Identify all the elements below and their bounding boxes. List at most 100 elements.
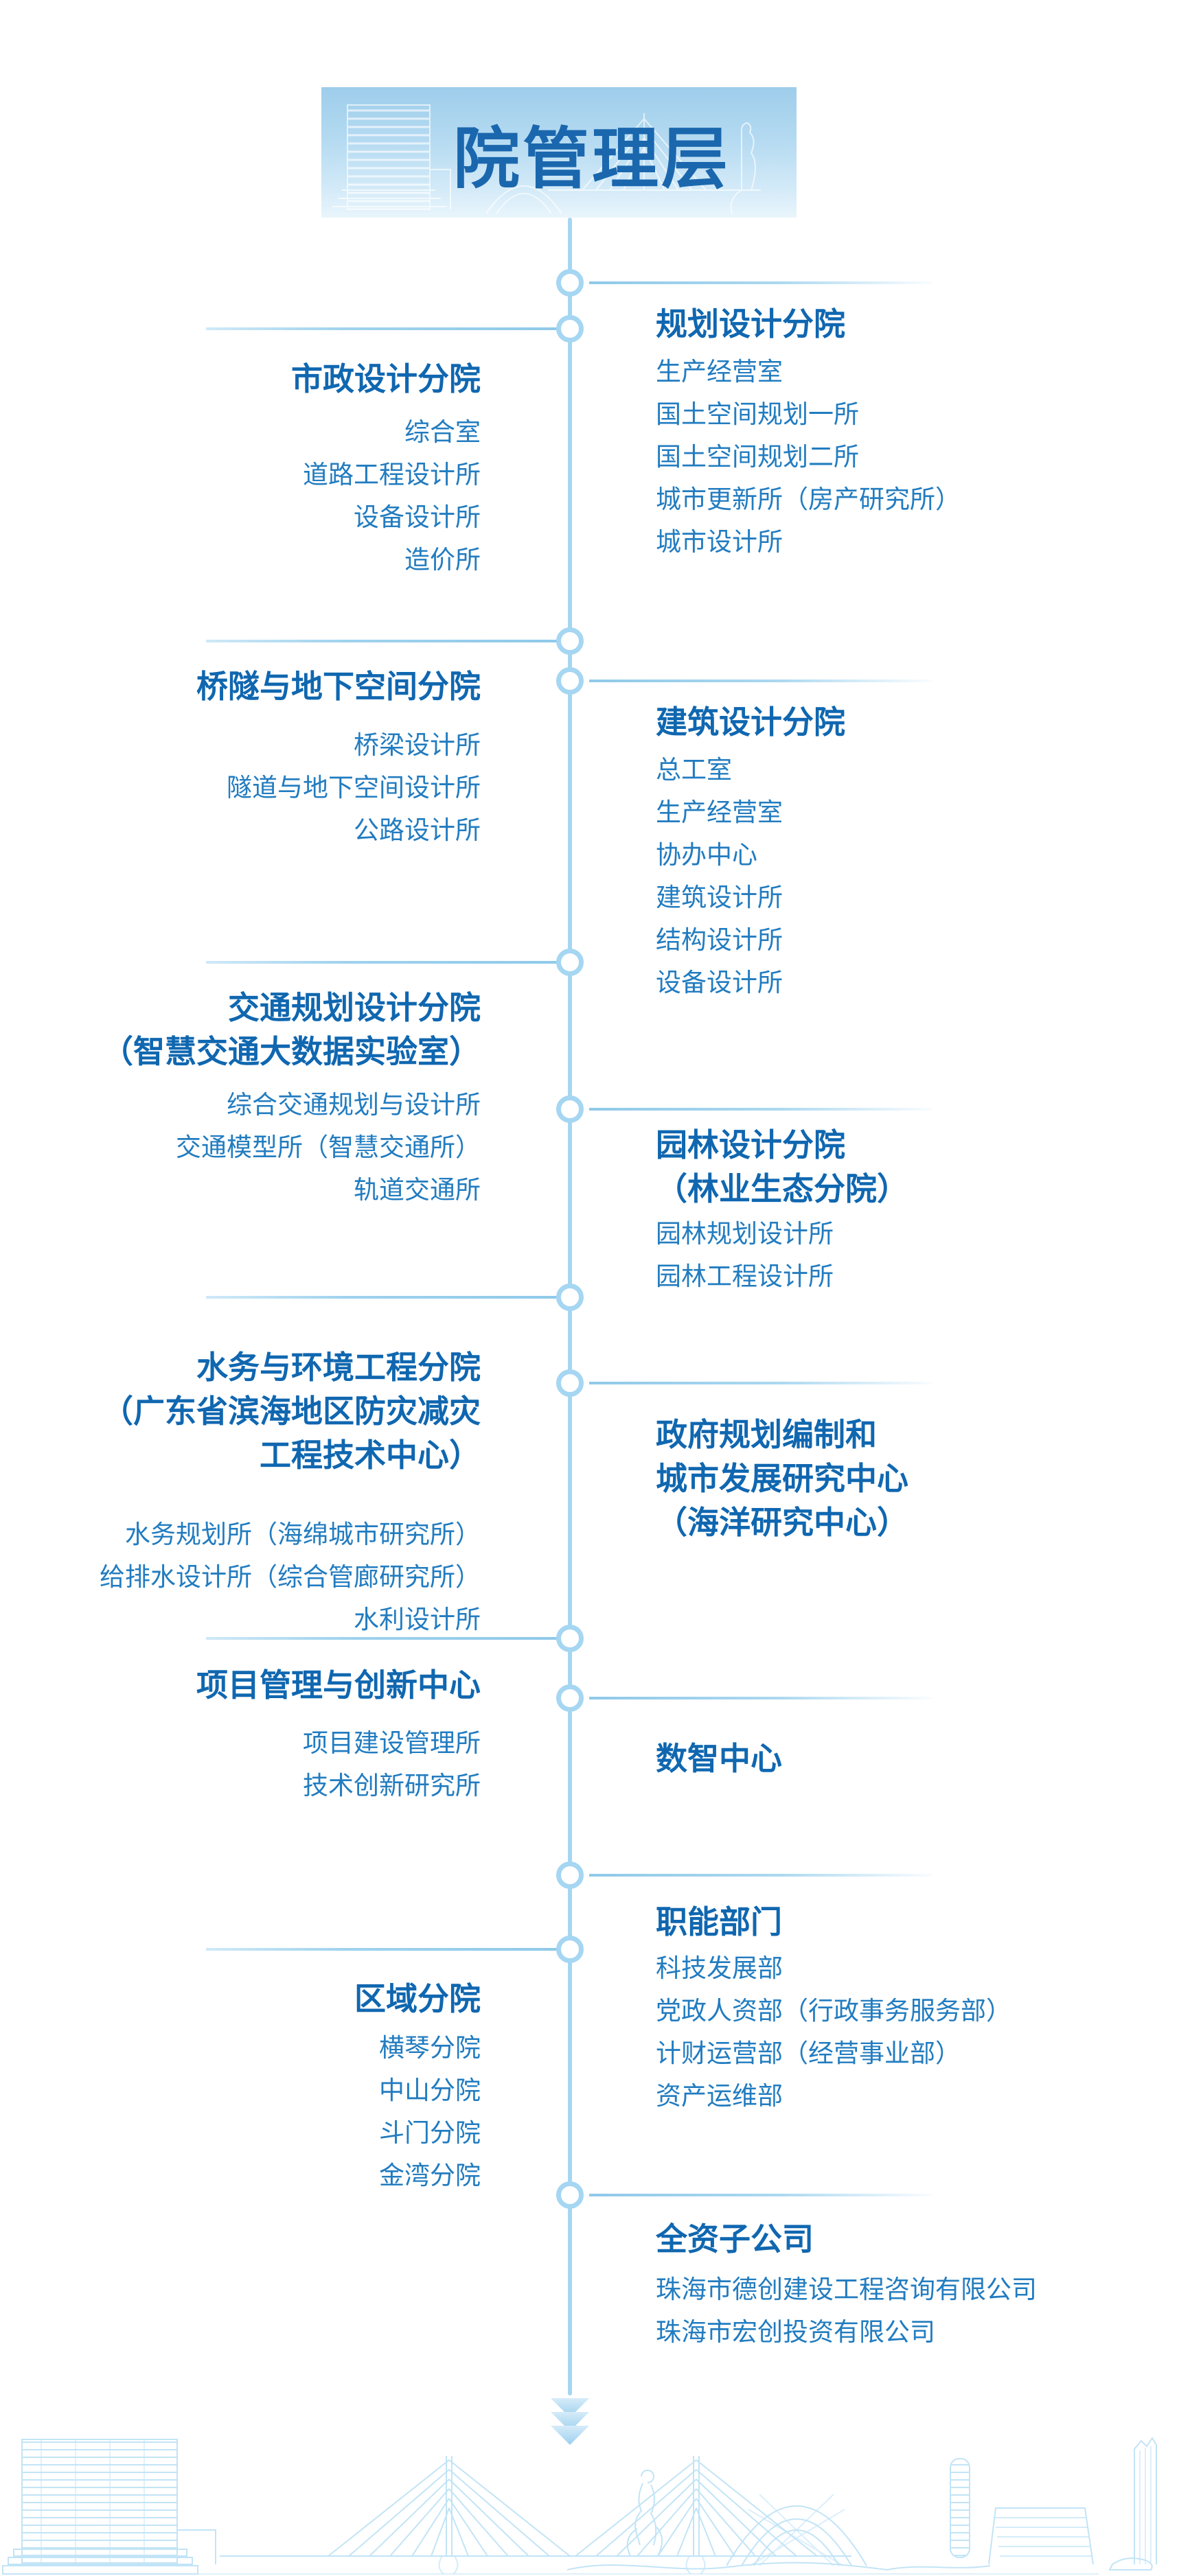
org-unit-item: 桥梁设计所 [354,731,481,759]
section-title-line: 桥隧与地下空间分院 [196,669,481,704]
branch-line-right-3 [589,1382,932,1384]
org-unit-item: 园林规划设计所 [656,1220,834,1248]
branch-node-ring [556,1861,584,1889]
section-title-line: （智慧交通大数据实验室） [102,1034,481,1069]
section-title: 数智中心 [656,1737,782,1780]
branch-line-left-1 [206,640,558,642]
section-title-line: 城市发展研究中心 [656,1461,908,1496]
org-unit-item: 计财运营部（经营事业部） [656,2039,961,2067]
branch-line-right-0 [589,281,932,284]
org-unit-item: 横琴分院 [379,2034,481,2062]
section-title: 职能部门 [656,1900,782,1944]
org-unit-item: 交通模型所（智慧交通所） [176,1133,481,1161]
org-unit-item: 造价所 [404,546,481,574]
section-title: 桥隧与地下空间分院 [196,664,481,708]
branch-line-right-1 [589,680,932,682]
org-unit-item: 资产运维部 [656,2082,783,2110]
section-title: 区域分院 [354,1977,481,2021]
org-unit-item: 生产经营室 [656,798,783,826]
triple-chevron-down-icon [551,2398,589,2445]
org-unit-item: 水利设计所 [354,1605,481,1634]
banner-skyline-art [332,104,761,214]
org-unit-item: 水务规划所（海绵城市研究所） [125,1520,481,1548]
org-unit-item: 综合室 [404,418,481,446]
org-unit-item: 珠海市德创建设工程咨询有限公司 [656,2275,1037,2304]
section-items: 项目建设管理所技术创新研究所 [303,1722,481,1807]
branch-line-right-5 [589,1874,932,1877]
org-unit-item: 协办中心 [656,841,757,869]
section-title-line: （广东省滨海地区防灾减灾 [102,1393,481,1429]
section-title: 水务与环境工程分院 （广东省滨海地区防灾减灾工程技术中心） [102,1345,481,1477]
section-items: 生产经营室国土空间规划一所国土空间规划二所城市更新所（房产研究所）城市设计所 [656,351,961,564]
org-unit-item: 斗门分院 [379,2119,481,2147]
section-items: 科技发展部党政人资部（行政事务服务部） 计财运营部（经营事业部） 资产运维部 [656,1947,1011,2117]
org-unit-item: 隧道与地下空间设计所 [227,774,481,802]
section-title-line: （海洋研究中心） [656,1505,908,1540]
section-title-line: 项目管理与创新中心 [196,1667,481,1703]
branch-node-ring [556,1095,584,1123]
section-items: 桥梁设计所隧道与地下空间设计所公路设计所 [227,724,481,852]
section-title-line: 全资子公司 [656,2221,814,2257]
org-unit-item: 城市更新所（房产研究所） [656,485,961,513]
branch-node-ring [556,1284,584,1311]
section-title-line: 数智中心 [656,1741,782,1776]
org-unit-item: 综合交通规划与设计所 [227,1091,481,1119]
section-title-line: （林业生态分院） [656,1171,908,1207]
org-unit-item: 给排水设计所（综合管廊研究所） [100,1563,481,1591]
org-unit-item: 设备设计所 [354,503,481,531]
branch-node-ring [556,1684,584,1712]
branch-node-ring [556,1936,584,1963]
org-unit-item: 总工室 [656,756,732,784]
branch-node-ring [556,1625,584,1652]
branch-line-left-4 [206,1637,558,1640]
branch-line-right-6 [589,2194,932,2196]
section-title-line: 区域分院 [354,1981,481,2017]
org-unit-item: 党政人资部（行政事务服务部） [656,1997,1011,2025]
branch-node-ring [556,315,584,343]
section-title-line: 市政设计分院 [291,361,481,397]
section-items: 综合交通规划与设计所交通模型所（智慧交通所）轨道交通所 [176,1084,481,1211]
branch-node-ring [556,627,584,655]
section-title-line: 政府规划编制和 [656,1417,877,1452]
org-unit-item: 技术创新研究所 [303,1772,481,1800]
section-title-line: 交通规划设计分院 [228,990,481,1025]
branch-line-left-0 [206,327,558,330]
org-unit-item: 道路工程设计所 [303,461,481,489]
branch-node-ring [556,1369,584,1397]
section-title: 项目管理与创新中心 [196,1663,481,1707]
section-items: 水务规划所（海绵城市研究所） 给排水设计所（综合管廊研究所） 水利设计所 [100,1513,481,1641]
branch-line-right-4 [589,1697,932,1699]
org-unit-item: 科技发展部 [656,1954,783,1982]
org-unit-item: 珠海市宏创投资有限公司 [656,2318,935,2346]
section-items: 横琴分院中山分院斗门分院金湾分院 [379,2027,481,2197]
org-unit-item: 国土空间规划一所 [656,400,859,428]
org-unit-item: 生产经营室 [656,358,783,386]
org-unit-item: 结构设计所 [656,926,783,954]
section-title-line: 工程技术中心） [260,1437,481,1473]
section-title: 交通规划设计分院 （智慧交通大数据实验室） [102,986,481,1074]
section-title: 建筑设计分院 [656,700,845,744]
section-title-line: 园林设计分院 [656,1127,845,1163]
branch-node-ring [556,949,584,976]
org-unit-item: 中山分院 [379,2076,481,2104]
page-title: 院管理层 [453,121,731,196]
section-items: 综合室道路工程设计所设备设计所造价所 [303,411,481,581]
section-items: 珠海市德创建设工程咨询有限公司珠海市宏创投资有限公司 [656,2268,1037,2354]
org-unit-item: 园林工程设计所 [656,1262,834,1290]
section-title: 政府规划编制和城市发展研究中心 （海洋研究中心） [656,1413,908,1544]
branch-node-ring [556,2181,584,2209]
section-title: 全资子公司 [656,2217,814,2261]
org-unit-item: 金湾分院 [379,2161,481,2190]
branch-line-left-3 [206,1296,558,1299]
section-title-line: 水务与环境工程分院 [196,1349,481,1385]
branch-node-ring [556,269,584,297]
section-title-line: 建筑设计分院 [656,704,845,740]
org-unit-item: 项目建设管理所 [303,1729,481,1757]
org-unit-item: 建筑设计所 [656,883,783,912]
branch-line-left-5 [206,1948,558,1951]
section-title: 规划设计分院 [656,302,845,346]
section-title: 园林设计分院 （林业生态分院） [656,1123,908,1211]
branch-line-left-2 [206,961,558,964]
org-unit-item: 城市设计所 [656,528,783,556]
